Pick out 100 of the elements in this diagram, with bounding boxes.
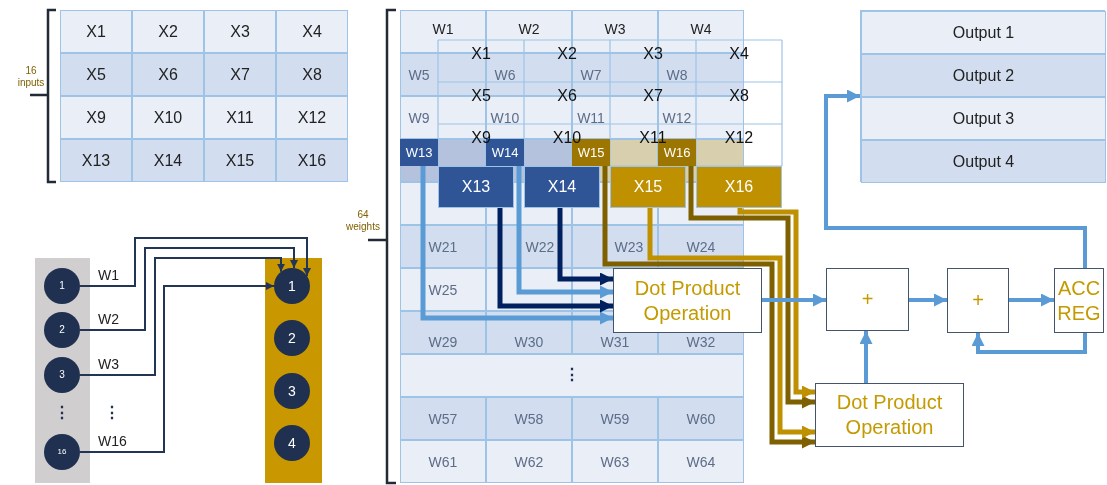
table-value: W64	[685, 453, 717, 470]
arrow	[688, 166, 815, 409]
neuron-circle: 3	[44, 357, 80, 393]
neuron-circle: 2	[44, 312, 80, 348]
arrow	[824, 89, 1087, 268]
process-box: +	[826, 268, 909, 331]
table-value: W58	[513, 410, 545, 427]
table-value: X3	[642, 45, 664, 63]
table-value: W63	[599, 453, 631, 470]
table-cell: X7	[204, 53, 276, 96]
table-value: W9	[407, 109, 431, 126]
table-row: Output 2	[861, 54, 1106, 97]
table-cell: X16	[696, 166, 782, 208]
arrow	[420, 166, 613, 325]
arrow	[647, 208, 815, 439]
table-cell: X11	[204, 96, 276, 139]
table-value: X8	[728, 87, 750, 105]
table-row: Output 3	[861, 97, 1106, 140]
neuron-circle: 4	[274, 425, 310, 461]
neuron-circle: 16	[44, 434, 80, 470]
table-cell: X14	[132, 139, 204, 182]
table-value: W1	[431, 21, 455, 37]
arrow	[516, 166, 613, 299]
process-box: Dot Product Operation	[815, 383, 964, 447]
table-cell: X6	[132, 53, 204, 96]
table-value: W30	[513, 333, 545, 350]
arrow	[79, 257, 285, 376]
arrow	[79, 282, 275, 453]
neuron-circle: 2	[274, 320, 310, 356]
table-cell: X8	[276, 53, 348, 96]
arrow	[971, 333, 1087, 354]
edge-label: W3	[97, 356, 120, 372]
neuron-circle: 1	[44, 268, 80, 304]
table-value: W7	[579, 66, 603, 83]
table-value: W23	[613, 238, 645, 255]
arrow	[79, 247, 298, 331]
table-value: W61	[427, 453, 459, 470]
table-cell: X15	[610, 166, 686, 208]
table-cell: X5	[60, 53, 132, 96]
table-row: Output 1	[861, 11, 1106, 54]
table-value: W32	[685, 333, 717, 350]
bracket-label: 64 weights	[345, 208, 381, 234]
table-value: W60	[685, 410, 717, 427]
table-value: W3	[603, 21, 627, 37]
table-cell: X13	[438, 166, 514, 208]
edge-label: W16	[97, 433, 128, 449]
table-value: W2	[517, 21, 541, 37]
layer-band	[265, 258, 322, 483]
table-cell: X4	[276, 10, 348, 53]
ellipsis-mark: ⋮	[54, 403, 70, 423]
table-value: W8	[665, 66, 689, 83]
process-box: Dot Product Operation	[613, 268, 762, 333]
process-box: +	[947, 268, 1009, 333]
table-value: X12	[723, 129, 755, 147]
table-value: W59	[599, 410, 631, 427]
table-cell: X10	[132, 96, 204, 139]
table-value: W57	[427, 410, 459, 427]
table-value: W62	[513, 453, 545, 470]
process-box: ACC REG	[1054, 268, 1104, 333]
table-value: W31	[599, 333, 631, 350]
table-value: W21	[427, 238, 459, 255]
table-value: W10	[489, 109, 521, 126]
table-cell: W13	[400, 139, 438, 166]
table-value: W6	[493, 66, 517, 83]
table-value: W22	[524, 238, 556, 255]
edge-label: W1	[97, 267, 120, 283]
table-cell: X15	[204, 139, 276, 182]
table-value: X1	[470, 45, 492, 63]
ellipsis-mark: ⋮	[104, 403, 120, 423]
table-value: W24	[685, 238, 717, 255]
arrow	[859, 331, 873, 383]
table-cell: X1	[60, 10, 132, 53]
table-cell: X9	[60, 96, 132, 139]
table-value: W11	[576, 109, 606, 126]
arrow	[79, 237, 311, 287]
arrow	[737, 208, 815, 399]
ellipsis-mark: ⋮	[564, 365, 580, 385]
arrow	[762, 293, 826, 307]
edge-label: W2	[97, 311, 120, 327]
arrow	[1009, 293, 1054, 307]
table-value: X5	[470, 87, 492, 105]
output-table	[860, 10, 1105, 182]
table-cell: X3	[204, 10, 276, 53]
table-cell: X14	[524, 166, 600, 208]
table-cell: X12	[276, 96, 348, 139]
table-cell: X16	[276, 139, 348, 182]
table-value: W25	[427, 281, 459, 298]
table-value: X4	[728, 45, 750, 63]
table-row: Output 4	[861, 140, 1106, 183]
arrow	[909, 293, 947, 307]
table-cell: X13	[60, 139, 132, 182]
table-value: W5	[407, 66, 431, 83]
arrow	[602, 166, 815, 449]
layer-band	[35, 258, 90, 483]
arrow	[497, 208, 613, 313]
table-value: W12	[661, 109, 693, 126]
table-cell: X2	[132, 10, 204, 53]
arrow	[557, 208, 613, 286]
table-value: X6	[556, 87, 578, 105]
table-value: X2	[556, 45, 578, 63]
